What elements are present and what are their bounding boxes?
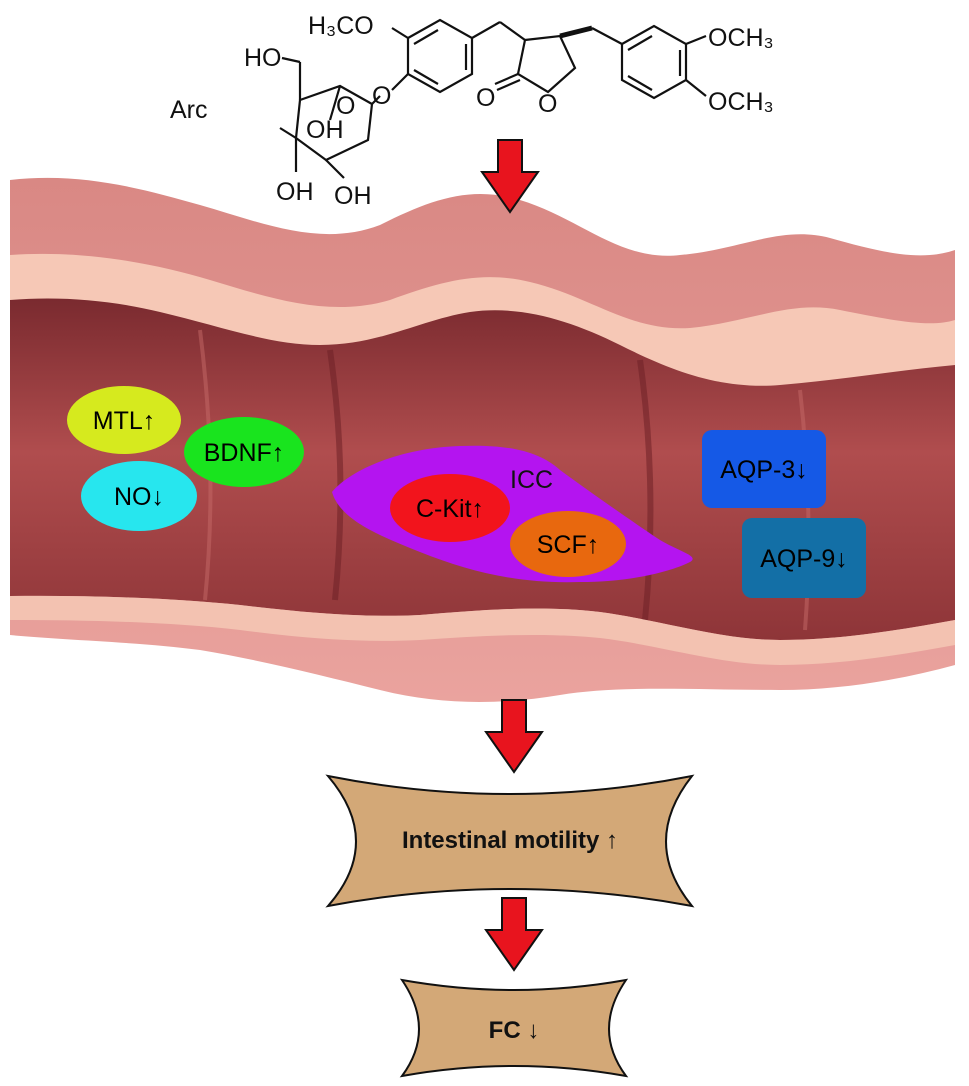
banner-motility-shape <box>325 774 695 908</box>
sugar-anomeric-bond <box>371 95 381 105</box>
marker-bdnf-text: BDNF↑ <box>204 439 285 467</box>
hydroxyl-bottom-left-label: OH <box>276 178 314 206</box>
marker-mtl-text: MTL↑ <box>93 407 156 435</box>
sugar-ch3-bond <box>279 127 297 139</box>
marker-aqp9-text: AQP-9↓ <box>760 545 848 573</box>
marker-bdnf: BDNF↑ <box>184 417 304 487</box>
marker-scf: SCF↑ <box>510 511 626 577</box>
lumen-fold-1 <box>327 349 344 601</box>
marker-aqp9: AQP-9↓ <box>742 518 866 598</box>
icc-label: ICC <box>510 466 553 494</box>
left-benzyl-bond-1 <box>471 21 501 39</box>
marker-aqp9-shape <box>742 518 866 598</box>
banner-fc: FC ↓ <box>399 978 629 1078</box>
right-ring-double-1 <box>627 35 653 51</box>
arrow-motility-to-fc <box>484 897 544 972</box>
left-methoxy-bond <box>391 27 409 39</box>
carbonyl-oxygen-label: O <box>476 84 495 112</box>
left-aromatic-ring <box>406 18 474 94</box>
carbonyl-bond <box>494 72 519 86</box>
marker-scf-shape <box>510 511 626 577</box>
marker-ckit: C-Kit↑ <box>390 474 510 542</box>
motility-text: Intestinal motility ↑ <box>402 827 618 854</box>
marker-mtl-shape <box>67 386 181 454</box>
marker-aqp3-shape <box>702 430 826 508</box>
sugar-oxygen-label: O <box>336 92 355 120</box>
glycosidic-bond <box>391 73 409 91</box>
marker-no-text: NO↓ <box>114 483 164 511</box>
molecule-labels: Arc H₃CO OCH₃ OCH₃ HO OH OH OH O O O O <box>170 12 774 210</box>
right-benzyl-bond-2 <box>591 27 623 45</box>
lumen-fold-2 <box>637 359 654 621</box>
methoxy-left-label: H₃CO <box>308 12 374 40</box>
carbonyl-bond-double <box>496 78 521 92</box>
fc-text: FC ↓ <box>489 1017 540 1044</box>
right-methoxy-bond-bottom <box>685 79 707 97</box>
banner-fc-shape <box>399 978 629 1078</box>
ring-hydroxyl-label: OH <box>306 116 344 144</box>
arrow-intestine-to-motility <box>484 699 544 774</box>
methoxy-right-bottom-label: OCH₃ <box>708 88 774 116</box>
left-benzyl-bond-2 <box>499 21 526 41</box>
methoxy-right-top-label: OCH₃ <box>708 24 774 52</box>
marker-scf-text: SCF↑ <box>537 531 600 559</box>
arc-molecule <box>279 18 707 179</box>
glycosidic-oxygen-label: O <box>372 82 391 110</box>
marker-ckit-text: C-Kit↑ <box>416 495 484 523</box>
arrow-molecule-to-intestine <box>480 139 540 214</box>
marker-mtl: MTL↑ <box>67 386 181 454</box>
right-ring-double-3 <box>627 75 653 91</box>
intestine-lower-band <box>10 595 955 665</box>
marker-aqp3-text: AQP-3↓ <box>720 456 808 484</box>
flow-arrows <box>480 139 544 972</box>
right-methoxy-bond-top <box>685 34 707 46</box>
intestine-illustration <box>10 177 955 702</box>
marker-aqp3: AQP-3↓ <box>702 430 826 508</box>
marker-no-shape <box>81 461 197 531</box>
left-ring-double-3 <box>413 69 439 85</box>
sugar-oh-bond-2 <box>325 159 345 179</box>
hydroxyl-bottom-right-label: OH <box>334 182 372 210</box>
hydroxymethyl-label: HO <box>244 44 282 72</box>
banner-intestinal-motility: Intestinal motility ↑ <box>325 774 695 908</box>
lactone-ring <box>516 34 577 94</box>
left-ring-double-1 <box>413 29 439 45</box>
sugar-ch2oh-bond <box>281 56 301 64</box>
lactone-oxygen-label: O <box>538 90 557 118</box>
molecule-name: Arc <box>170 96 208 124</box>
marker-no: NO↓ <box>81 461 197 531</box>
sugar-oh-bond-3 <box>328 85 342 121</box>
right-benzyl-bond-1 <box>559 25 593 39</box>
right-aromatic-ring <box>620 24 688 100</box>
marker-ckit-shape <box>390 474 510 542</box>
marker-bdnf-shape <box>184 417 304 487</box>
